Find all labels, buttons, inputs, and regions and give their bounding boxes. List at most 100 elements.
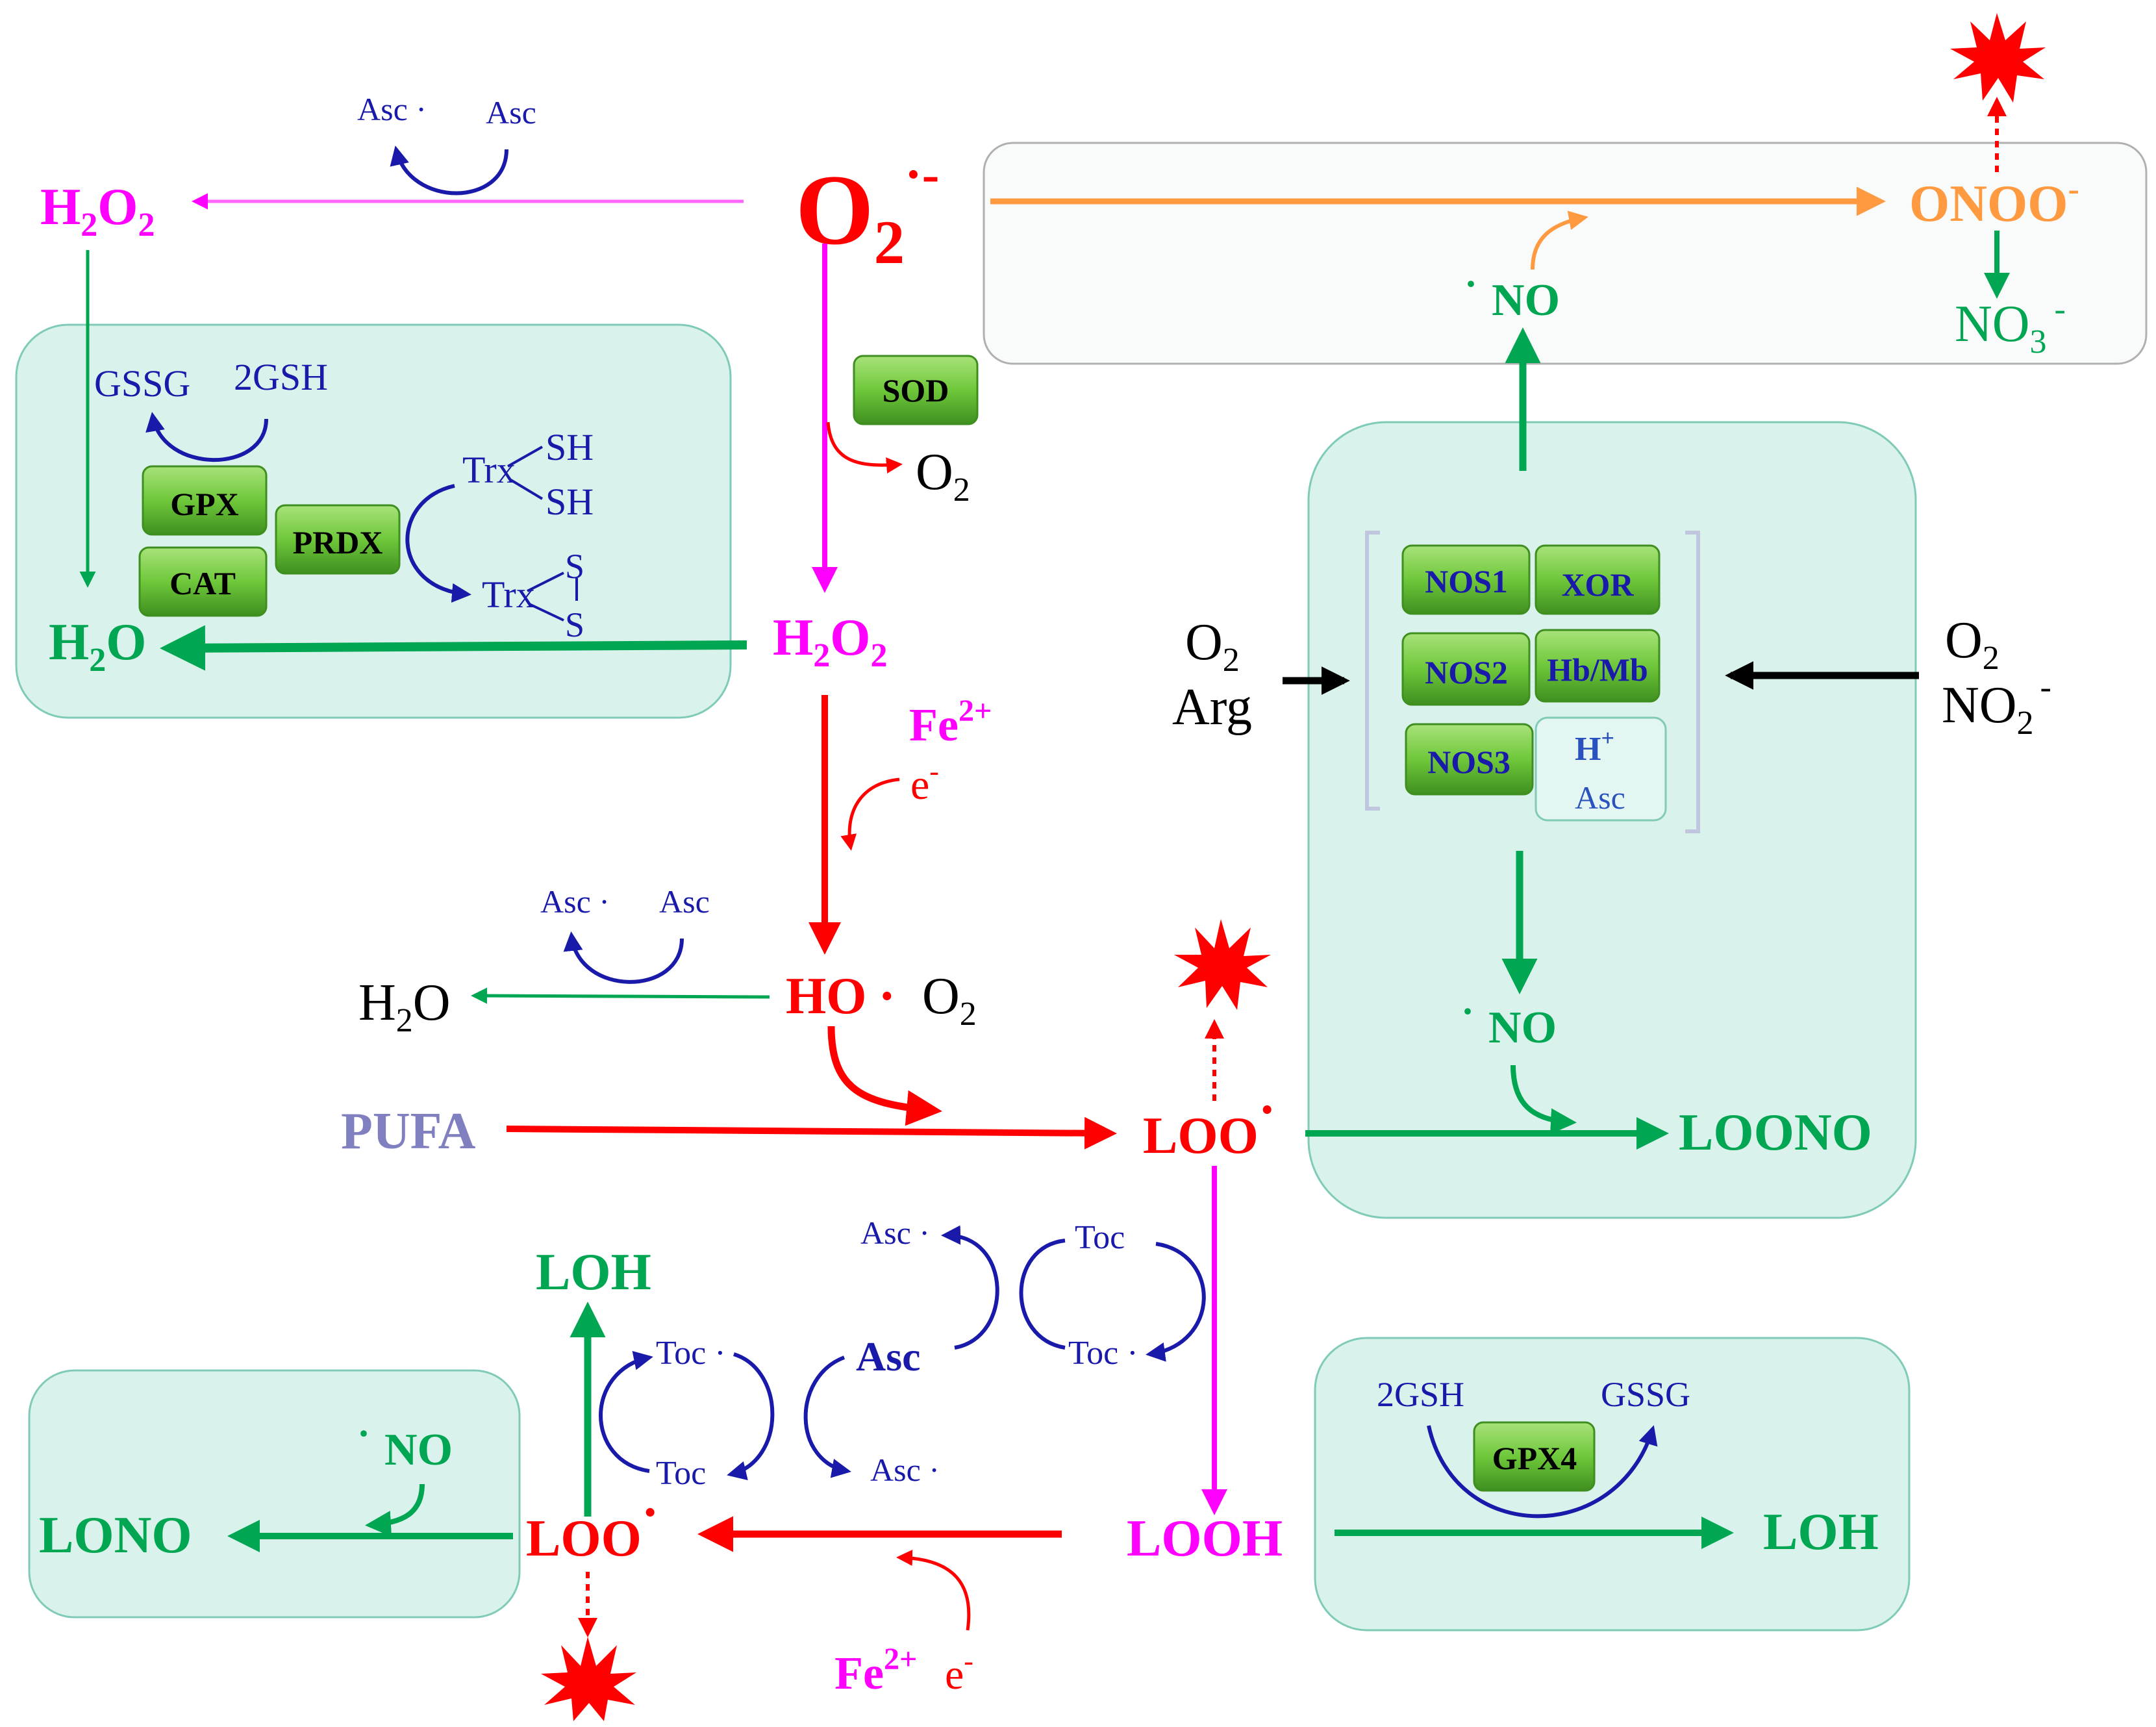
h2o2-center-label: H2O2 xyxy=(773,609,887,674)
svg-text:NOS2: NOS2 xyxy=(1425,654,1508,690)
toc-cycle-asc-center: Asc xyxy=(856,1333,921,1380)
toc-arc-lower-mid xyxy=(727,1352,775,1481)
gpx4-box xyxy=(1314,1337,1911,1632)
superoxide-label: O2·- xyxy=(796,146,939,277)
loh-right-label: LOH xyxy=(1763,1504,1879,1561)
h-asc-asc-label: Asc xyxy=(1575,779,1625,816)
gpx4-enzyme: GPX4 xyxy=(1473,1421,1596,1492)
toc-cycle-asc-bottom: Asc · xyxy=(870,1452,940,1488)
toc-arc-upper-right xyxy=(1146,1242,1206,1362)
fe-bottom-label: Fe2+ xyxy=(834,1642,917,1699)
toc-cycle-asc-top: Asc · xyxy=(860,1215,930,1251)
trx-sh-bond-1 xyxy=(507,446,543,468)
arrow-no-lower-to-lono xyxy=(365,1483,425,1537)
arrow-ho-to-pufa-reaction xyxy=(827,1026,942,1126)
gsh-cycle-arc xyxy=(145,412,268,462)
gpx-enzyme: GPX xyxy=(142,465,268,536)
sh-label-2: SH xyxy=(545,481,594,523)
toc-cycle-toc-right: Toc · xyxy=(1068,1335,1138,1372)
no-lower-label: ·NO xyxy=(357,1412,453,1475)
enzyme-bracket-right xyxy=(1685,531,1700,833)
hbmb-enzyme: Hb/Mb xyxy=(1535,629,1661,703)
toc-arc-lower-right xyxy=(803,1355,851,1478)
trx-oxidized-label: Trx xyxy=(482,574,535,616)
toc-arc-upper-mid xyxy=(1019,1239,1066,1350)
h2o2-left-label: H2O2 xyxy=(40,179,155,244)
loo-left-label: LOO· xyxy=(526,1484,659,1567)
fe-top-label: Fe2+ xyxy=(909,694,992,751)
arrow-pufa-to-loo xyxy=(506,1116,1117,1150)
no3-label: NO3- xyxy=(1955,291,2066,360)
looh-label: LOOH xyxy=(1127,1510,1283,1567)
gpx4-gssg-label: GSSG xyxy=(1601,1375,1690,1414)
svg-text:PRDX: PRDX xyxy=(293,524,383,561)
o2-no2-o2-label: O2 xyxy=(1945,612,1999,677)
trx-ss-bond-2 xyxy=(529,603,564,622)
o2-arg-o2-label: O2 xyxy=(1185,614,1240,679)
arrow-sod-releases-o2 xyxy=(826,422,903,473)
no-mid-label: ·NO xyxy=(1461,990,1557,1053)
arrow-h2o2-center-to-h2o-left xyxy=(160,625,747,671)
damage-burst-icon-bottom xyxy=(541,1637,636,1721)
trx-sh-bond-2 xyxy=(508,478,544,500)
asc-mid-cycle-arc xyxy=(563,931,684,984)
toc-arc-upper-left xyxy=(941,1225,999,1350)
nos3-enzyme: NOS3 xyxy=(1405,723,1534,796)
gpx4-cycle-arc xyxy=(1427,1425,1658,1519)
no2-label: NO2- xyxy=(1942,669,2051,742)
e-bottom-label: e- xyxy=(945,1645,973,1698)
toc-cycle-toc-top: Toc xyxy=(1075,1219,1125,1256)
o2-ho-label: O2 xyxy=(922,968,977,1033)
toc-arc-lower-left xyxy=(599,1351,653,1473)
e-top-label: e- xyxy=(910,755,939,809)
arrow-e-top-to-chain xyxy=(840,777,900,851)
damage-burst-icon-top xyxy=(1950,13,2046,103)
h2o-left-label: H2O xyxy=(49,614,146,679)
nos2-enzyme: NOS2 xyxy=(1401,632,1531,706)
ho-radical-label: HO· xyxy=(786,968,896,1025)
peroxynitrite-box xyxy=(983,142,2148,365)
svg-text:SOD: SOD xyxy=(883,372,949,409)
o2-sod-label: O2 xyxy=(916,444,970,509)
2gsh-label: 2GSH xyxy=(234,356,328,398)
trx-reduced-label: Trx xyxy=(462,449,516,491)
xor-enzyme: XOR xyxy=(1535,544,1661,615)
arrow-no-mid-to-loono xyxy=(1510,1065,1577,1135)
enzyme-bracket-left xyxy=(1365,531,1380,811)
svg-text:CAT: CAT xyxy=(169,565,236,601)
loh-top-label: LOH xyxy=(536,1244,651,1301)
svg-text:GPX: GPX xyxy=(170,486,239,522)
sh-label-1: SH xyxy=(545,426,594,468)
trx-cycle-arc xyxy=(405,484,471,603)
prdx-enzyme: PRDX xyxy=(275,504,401,575)
svg-text:XOR: XOR xyxy=(1561,566,1634,603)
arrow-ho-to-h2o-mid xyxy=(471,987,770,1004)
h-asc-box xyxy=(1535,716,1667,822)
pufa-label: PUFA xyxy=(341,1103,476,1160)
asc-top-oxidized: Asc · xyxy=(357,91,427,127)
svg-text:GPX4: GPX4 xyxy=(1492,1440,1577,1476)
svg-text:NOS1: NOS1 xyxy=(1425,563,1508,599)
arrow-e-bottom-to-chain xyxy=(896,1549,971,1631)
damage-burst-icon xyxy=(1174,919,1271,1010)
gpx4-2gsh-label: 2GSH xyxy=(1377,1375,1464,1414)
svg-text:NOS3: NOS3 xyxy=(1427,744,1510,780)
sod-enzyme: SOD xyxy=(853,355,979,425)
asc-mid-reduced: Asc xyxy=(659,883,710,920)
toc-cycle-toc-left-bottom: Toc xyxy=(656,1455,706,1492)
asc-top-reduced: Asc xyxy=(486,94,536,131)
lono-box xyxy=(28,1369,521,1619)
onoo-label: ONOO- xyxy=(1909,171,2079,233)
trx-ss-bond-1 xyxy=(527,572,564,592)
asc-mid-oxidized: Asc · xyxy=(540,883,610,920)
svg-text:Hb/Mb: Hb/Mb xyxy=(1547,651,1648,688)
h-plus-label: H+ xyxy=(1575,725,1614,768)
s-label-1: S xyxy=(565,547,584,586)
nos1-enzyme: NOS1 xyxy=(1401,544,1531,615)
lono-label: LONO xyxy=(39,1507,192,1564)
cat-enzyme: CAT xyxy=(138,546,268,617)
s-label-2: S xyxy=(565,605,584,644)
toc-cycle-toc-left-top: Toc · xyxy=(656,1335,726,1372)
arg-label: Arg xyxy=(1172,679,1252,736)
